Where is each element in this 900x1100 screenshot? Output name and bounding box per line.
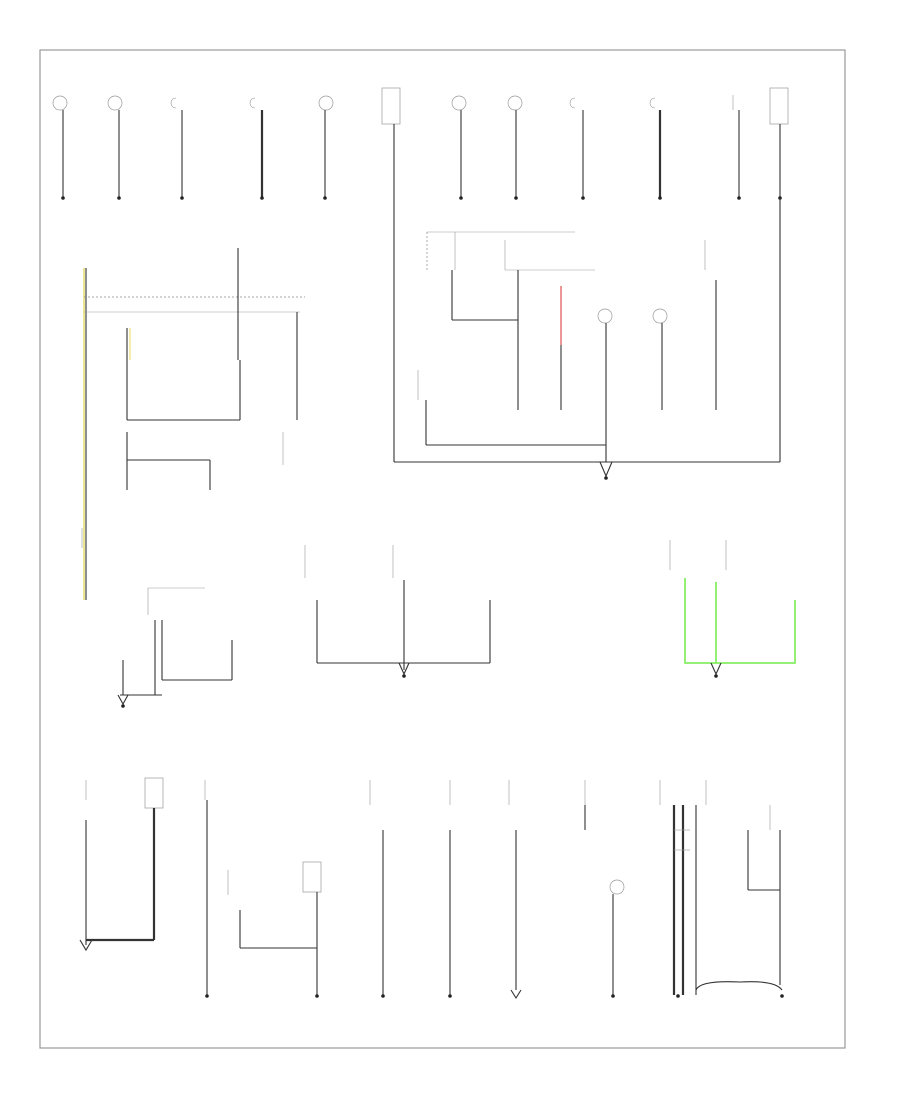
ground-terminal [315,994,319,998]
lamp-symbol [609,879,625,895]
upper-right-circuit [394,198,781,480]
ground-terminal [780,994,784,998]
ground-terminal [61,196,65,200]
ground-symbol [117,694,129,706]
ground-terminal [205,994,209,998]
connector-symbol [249,97,256,109]
ground-terminal [323,196,327,200]
top-component-row [52,87,789,462]
bottom-component-row [79,777,784,1000]
ground-terminal [448,994,452,998]
module-box [381,87,401,125]
ground-terminal [676,994,680,998]
module-box [144,777,164,809]
lamp-symbol [451,95,467,111]
lamp-symbol [52,95,68,111]
ground-symbol [79,939,93,952]
lamp-symbol [107,95,123,111]
ground-symbol [710,662,722,676]
connector-symbol [170,97,177,109]
ground-terminal [581,196,585,200]
diagram-border [39,49,846,1049]
ground-terminal [402,674,406,678]
lamp-symbol [652,308,668,324]
middle-right-circuit [669,540,796,678]
ground-symbol [510,989,522,1000]
ground-terminal [117,196,121,200]
ground-terminal [604,476,608,480]
ground-symbol [398,662,410,676]
green-wire [684,578,796,664]
ground-terminal [260,196,264,200]
module-box [769,87,789,125]
ground-terminal [737,196,741,200]
ground-terminal [611,994,615,998]
ground-terminal [180,196,184,200]
lamp-symbol [597,308,613,324]
middle-center-circuit [304,545,491,678]
splice-wire [695,981,783,991]
ground-symbol [599,461,613,478]
connector-symbol [569,97,576,109]
ground-terminal [381,994,385,998]
module-box [302,861,322,893]
lamp-symbol [318,95,334,111]
ground-terminal [714,674,718,678]
ground-terminal [121,704,125,708]
ground-terminal [658,196,662,200]
connector-symbol [649,97,656,109]
ground-terminal [514,196,518,200]
middle-left-circuit [117,587,233,708]
lamp-symbol [507,95,523,111]
upper-left-circuit [81,248,305,600]
ground-terminal [459,196,463,200]
